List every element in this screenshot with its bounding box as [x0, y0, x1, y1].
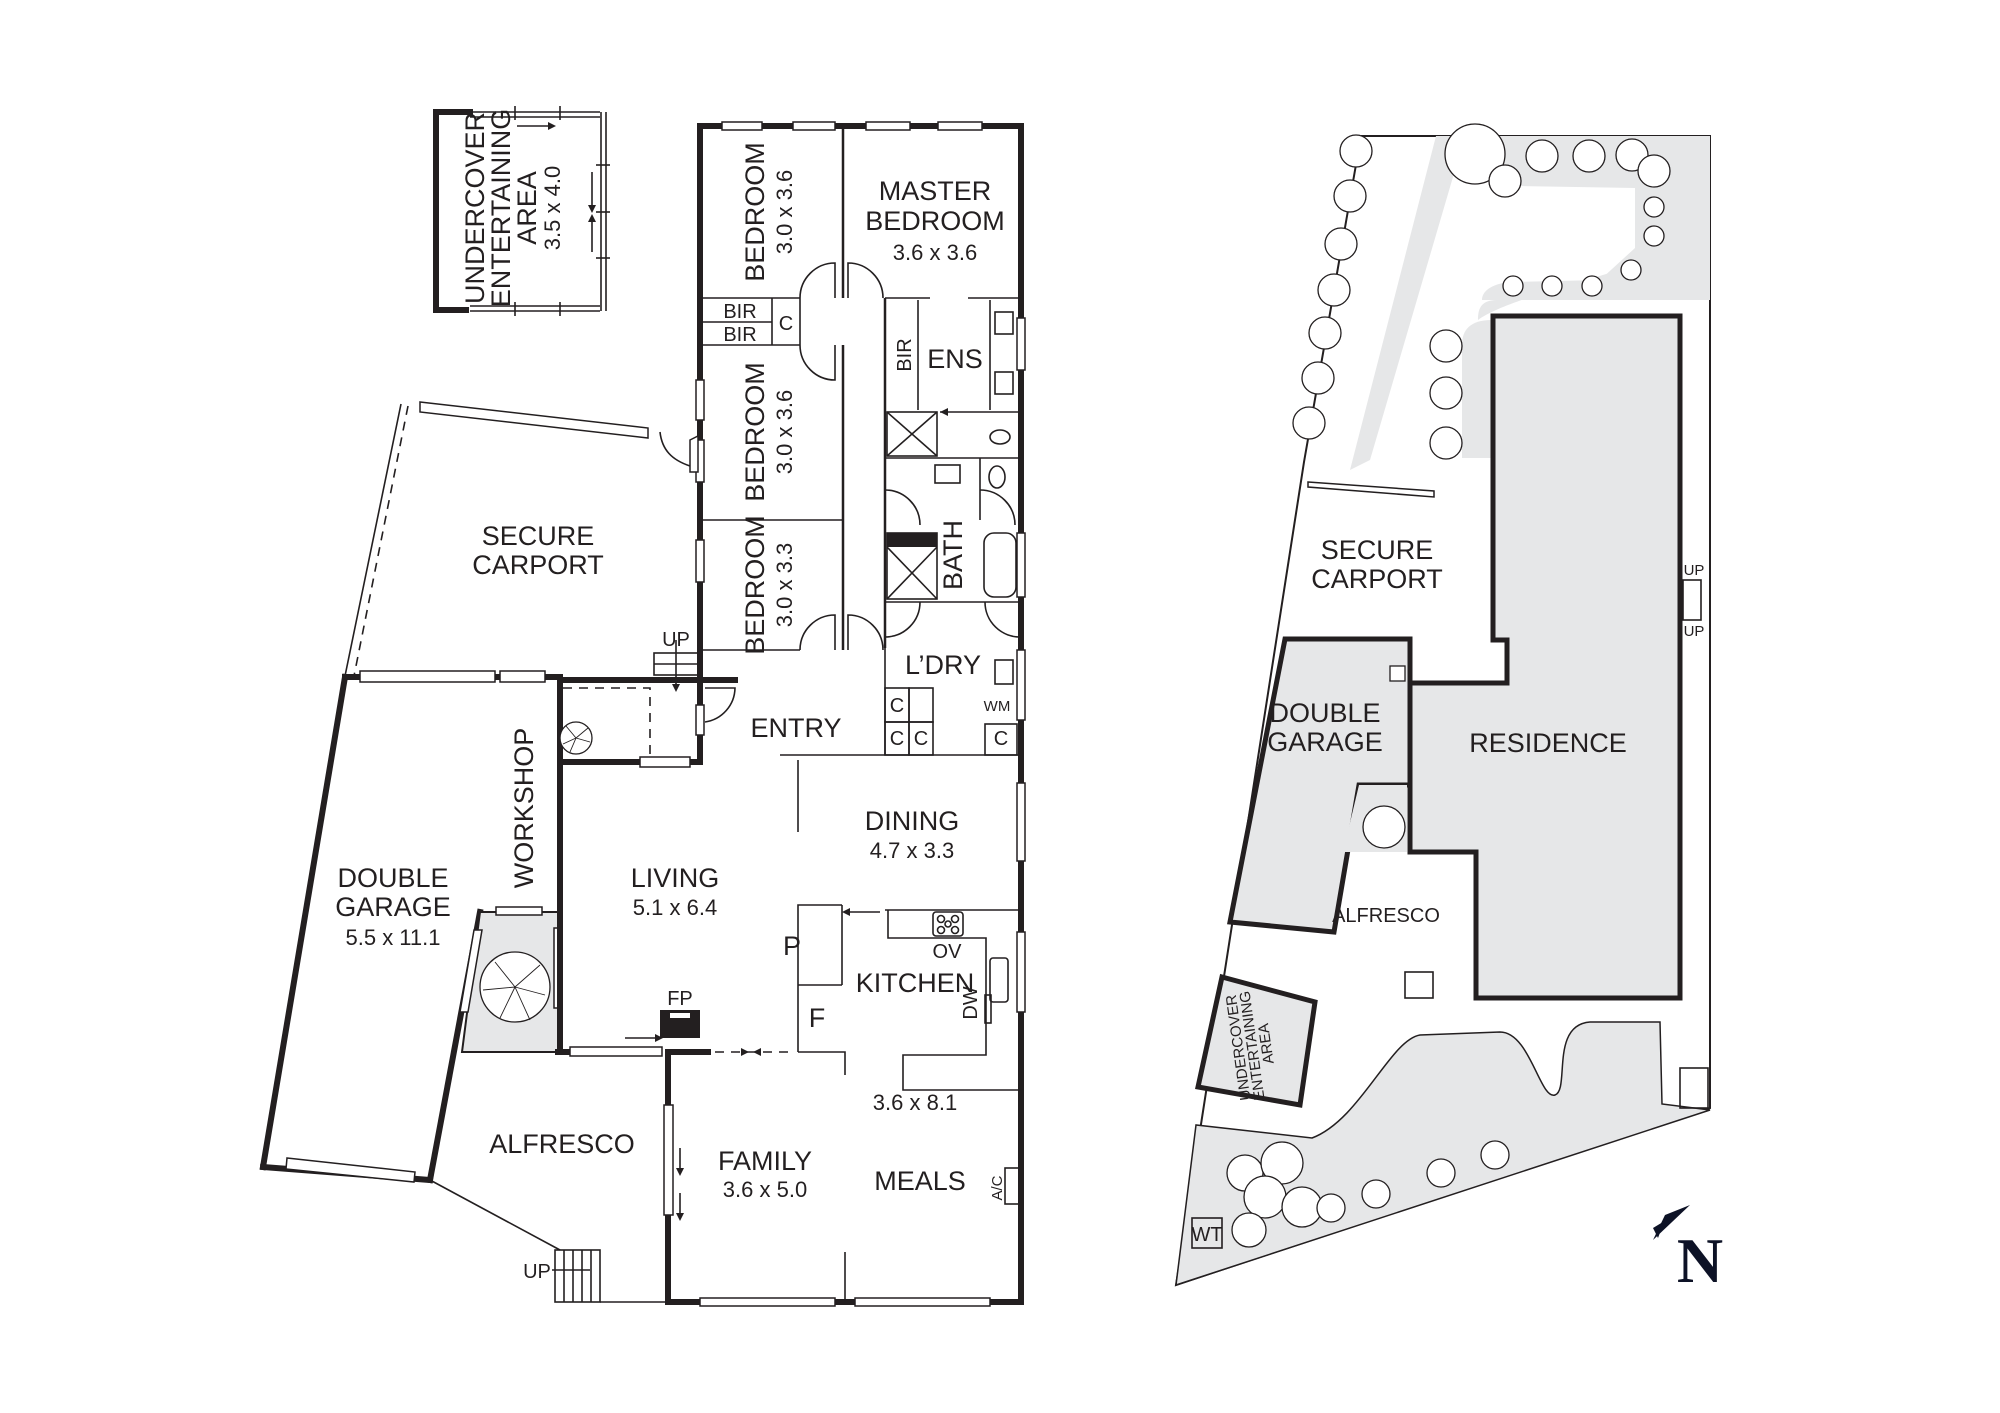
svg-text:AREA: AREA — [512, 171, 542, 245]
svg-text:BEDROOM: BEDROOM — [865, 206, 1005, 236]
svg-text:AREA: AREA — [1255, 1022, 1278, 1065]
room-label-bedroom-1: BEDROOM 3.0 x 3.6 — [740, 142, 797, 282]
svg-text:SECURE: SECURE — [1321, 535, 1434, 565]
cupboard-label: C — [994, 728, 1008, 750]
stairs-up-label: UP — [1684, 562, 1705, 579]
svg-text:ENTERTAINING: ENTERTAINING — [486, 109, 516, 308]
aircon-label: A/C — [989, 1175, 1006, 1200]
room-label-double-garage: DOUBLE GARAGE 5.5 x 11.1 — [335, 863, 451, 950]
secure-carport — [344, 401, 701, 692]
svg-text:BEDROOM: BEDROOM — [740, 362, 770, 502]
svg-text:LIVING: LIVING — [631, 863, 720, 893]
room-label-kitchen: KITCHEN — [856, 968, 975, 998]
fireplace-label: FP — [667, 988, 693, 1010]
site-label-carport: SECURE CARPORT — [1311, 535, 1443, 594]
room-label-secure-carport: SECURE CARPORT — [472, 521, 604, 580]
cupboard-label: C — [914, 728, 928, 750]
svg-text:BATH: BATH — [938, 520, 968, 590]
svg-text:DOUBLE: DOUBLE — [1269, 698, 1380, 728]
room-label-family: FAMILY 3.6 x 5.0 — [718, 1146, 812, 1202]
bir-label-ensuite: BIR — [894, 338, 916, 371]
bedroom-wing — [695, 121, 1026, 758]
svg-text:5.1 x 6.4: 5.1 x 6.4 — [633, 895, 717, 920]
svg-text:3.6 x 5.0: 3.6 x 5.0 — [723, 1177, 807, 1202]
floor-plan: UNDERCOVER ENTERTAINING AREA 3.5 x 4.0 B… — [259, 106, 1026, 1307]
svg-text:DOUBLE: DOUBLE — [337, 863, 448, 893]
oven-label: OV — [933, 941, 963, 963]
cupboard-label: C — [779, 313, 793, 335]
cupboard-label: C — [890, 695, 904, 717]
svg-text:BEDROOM: BEDROOM — [740, 515, 770, 655]
bir-label: BIR — [723, 324, 756, 346]
svg-text:FAMILY: FAMILY — [718, 1146, 812, 1176]
room-label-meals: MEALS — [874, 1166, 966, 1196]
svg-text:DW: DW — [960, 986, 982, 1019]
main-living — [429, 752, 1026, 1307]
room-label-bedroom-2: BEDROOM 3.0 x 3.6 — [740, 362, 797, 502]
svg-text:MASTER: MASTER — [879, 176, 992, 206]
room-label-undercover: UNDERCOVER ENTERTAINING AREA 3.5 x 4.0 — [460, 109, 565, 308]
stairs-up-label: UP — [523, 1261, 551, 1283]
site-trees — [1226, 123, 1671, 1248]
svg-text:4.7 x 3.3: 4.7 x 3.3 — [870, 838, 954, 863]
svg-text:3.0 x 3.6: 3.0 x 3.6 — [772, 170, 797, 254]
svg-text:BEDROOM: BEDROOM — [740, 142, 770, 282]
svg-text:CARPORT: CARPORT — [472, 550, 604, 580]
svg-text:SECURE: SECURE — [482, 521, 595, 551]
svg-text:DINING: DINING — [865, 806, 960, 836]
stairs-up-label: UP — [1684, 623, 1705, 640]
svg-text:UNDERCOVER: UNDERCOVER — [460, 112, 490, 304]
kitchen-dims: 3.6 x 8.1 — [873, 1090, 957, 1115]
fridge-label: F — [809, 1003, 826, 1033]
undercover-entertaining-area — [433, 106, 610, 316]
north-label: N — [1677, 1225, 1723, 1296]
washing-machine-label: WM — [984, 698, 1011, 715]
site-plan: SECURE CARPORT DOUBLE GARAGE RESIDENCE A… — [1174, 123, 1711, 1287]
tree-icon — [479, 951, 551, 1023]
room-label-alfresco: ALFRESCO — [489, 1129, 635, 1159]
room-label-workshop: WORKSHOP — [509, 728, 539, 889]
room-label-entry: ENTRY — [750, 713, 841, 743]
room-label-living: LIVING 5.1 x 6.4 — [631, 863, 720, 920]
site-label-alfresco: ALFRESCO — [1332, 905, 1440, 927]
svg-text:WORKSHOP: WORKSHOP — [509, 728, 539, 889]
room-label-bedroom-3: BEDROOM 3.0 x 3.3 — [740, 515, 797, 655]
svg-text:CARPORT: CARPORT — [1311, 564, 1443, 594]
room-label-ensuite: ENS — [927, 344, 983, 374]
cupboard-label: C — [890, 728, 904, 750]
bir-label: BIR — [723, 301, 756, 323]
svg-text:3.0 x 3.6: 3.0 x 3.6 — [772, 390, 797, 474]
tree-icon — [559, 721, 593, 755]
stairs-up-label: UP — [662, 629, 690, 651]
pantry-label: P — [783, 931, 801, 961]
water-tank — [1191, 1217, 1223, 1249]
room-label-laundry: L’DRY — [905, 650, 981, 680]
room-label-bath: BATH — [938, 520, 968, 590]
svg-text:A/C: A/C — [989, 1175, 1006, 1200]
north-arrow-icon: N — [1653, 1205, 1723, 1296]
svg-text:3.6 x 3.6: 3.6 x 3.6 — [893, 240, 977, 265]
svg-text:GARAGE: GARAGE — [1267, 727, 1383, 757]
site-label-garage: DOUBLE GARAGE — [1267, 698, 1383, 757]
water-tank-label: WT — [1191, 1224, 1222, 1246]
svg-text:GARAGE: GARAGE — [335, 892, 451, 922]
dishwasher-label: DW — [960, 986, 982, 1019]
room-label-dining: DINING 4.7 x 3.3 — [865, 806, 960, 863]
room-label-master-bedroom: MASTER BEDROOM 3.6 x 3.6 — [865, 176, 1005, 265]
svg-text:5.5 x 11.1: 5.5 x 11.1 — [346, 925, 441, 950]
svg-text:3.5 x 4.0: 3.5 x 4.0 — [540, 166, 565, 250]
site-label-residence: RESIDENCE — [1469, 728, 1627, 758]
svg-text:3.0 x 3.3: 3.0 x 3.3 — [772, 543, 797, 627]
svg-text:BIR: BIR — [894, 338, 916, 371]
